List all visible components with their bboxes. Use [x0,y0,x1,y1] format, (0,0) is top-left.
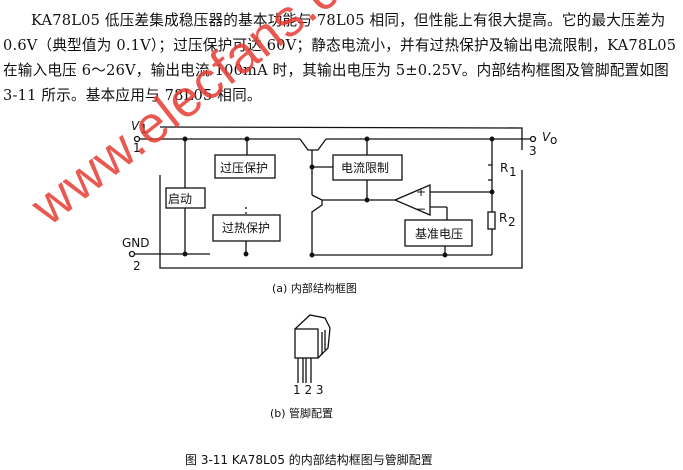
reference-voltage-block [404,219,473,247]
amp-minus: − [416,202,426,216]
pin1-label: 1 [133,141,141,155]
r2-label: R [499,211,507,225]
vout-sub: o [550,133,557,147]
paragraph-text: KA78L05 低压差集成稳压器的基本功能与 78L05 相同，但性能上有很大提… [3,12,677,104]
pin3-label: 3 [529,144,537,158]
amp-plus: + [416,185,426,199]
startup-label: 启动 [168,192,192,206]
r2-sub: 2 [508,215,516,229]
package-pin-labels: 1 2 3 [293,383,324,397]
reference-label: 基准电压 [415,227,463,241]
outer-frame [159,170,523,269]
thermal-label: 过热保护 [222,221,270,235]
pin2-label: 2 [133,259,141,273]
overvoltage-protection-block [214,154,276,179]
body-paragraph: KA78L05 低压差集成稳压器的基本功能与 78L05 相同，但性能上有很大提… [3,8,679,108]
vout-terminal [529,135,537,143]
vin-terminal [133,135,141,143]
vin-label: V [131,119,140,133]
resistor-r2 [487,211,496,230]
current-limit-label: 电流限制 [341,161,389,175]
gnd-label: GND [122,236,150,250]
startup-block [165,187,206,209]
resistor-r1 [488,164,493,181]
outer-frame-top [159,126,523,150]
to92-package-drawing [294,314,331,383]
vin-sub: 1 [140,122,148,136]
error-amplifier [393,184,431,216]
vout-label: V [542,130,551,144]
gnd-terminal [128,250,136,258]
caption-a: (a) 内部结构框图 [272,282,357,295]
r1-sub: 1 [509,165,517,179]
overvoltage-label: 过压保护 [220,161,268,175]
figure-caption: 图 3-11 KA78L05 的内部结构框图与管脚配置 [185,453,433,467]
r1-label: R [500,161,508,175]
caption-b: (b) 管脚配置 [270,407,334,420]
